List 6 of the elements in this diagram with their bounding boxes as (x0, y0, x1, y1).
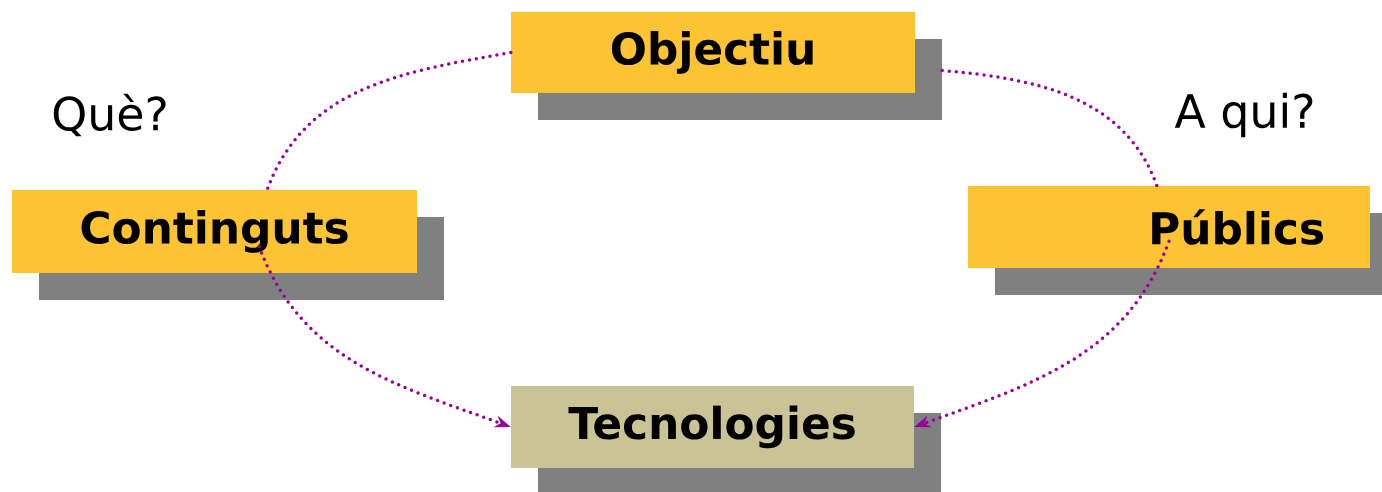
question-label: Què? (53, 93, 166, 137)
label-box: Tecnologies (511, 386, 941, 492)
label-box: Continguts (12, 190, 444, 300)
label-box: Públics (968, 186, 1382, 295)
label-box: Objectiu (511, 12, 942, 120)
question-label: A qui? (1174, 92, 1313, 138)
